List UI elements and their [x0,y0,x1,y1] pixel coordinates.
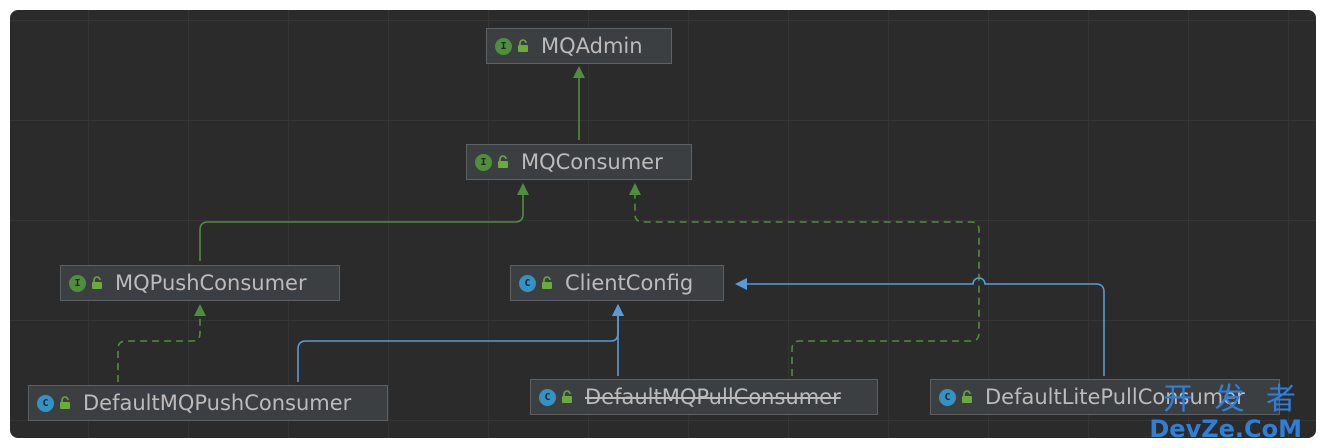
class-icon: C [519,274,536,292]
edges-layer [117,66,1105,382]
node-label: DefaultMQPullConsumer [585,385,841,409]
unlocked-icon [541,276,553,290]
unlocked-icon [497,155,509,169]
node-mqpushconsumer[interactable]: I MQPushConsumer [60,265,340,301]
node-label: MQAdmin [541,34,643,58]
node-label: MQPushConsumer [115,271,307,295]
unlocked-icon [961,390,973,404]
node-label: MQConsumer [521,150,663,174]
node-label: DefaultLitePullConsumer [985,385,1245,409]
diagram-canvas: I MQAdmin I MQConsumer I MQPushConsumer … [10,10,1316,438]
edge-defaultmqpushconsumer-to-clientconfig [297,304,624,382]
class-icon: C [939,388,956,406]
unlocked-icon [561,390,573,404]
edge-defaultmqpushconsumer-to-mqpushconsumer [117,304,206,382]
node-defaultmqpushconsumer[interactable]: C DefaultMQPushConsumer [28,385,388,421]
node-mqconsumer[interactable]: I MQConsumer [466,144,692,180]
node-defaultmqpullconsumer[interactable]: C DefaultMQPullConsumer [530,379,878,415]
node-defaultlitepullconsumer[interactable]: C DefaultLitePullConsumer [930,379,1280,415]
node-label: DefaultMQPushConsumer [83,391,352,415]
node-mqadmin[interactable]: I MQAdmin [486,28,672,64]
interface-icon: I [495,37,512,55]
interface-icon: I [475,153,492,171]
class-icon: C [37,394,54,412]
class-icon: C [539,388,556,406]
node-clientconfig[interactable]: C ClientConfig [510,265,724,301]
unlocked-icon [517,39,529,53]
unlocked-icon [59,396,71,410]
interface-icon: I [69,274,86,292]
edge-mqpushconsumer-to-mqconsumer [199,183,529,261]
edge-defaultlitepullconsumer-to-clientconfig [735,277,1105,376]
unlocked-icon [91,276,103,290]
node-label: ClientConfig [565,271,694,295]
